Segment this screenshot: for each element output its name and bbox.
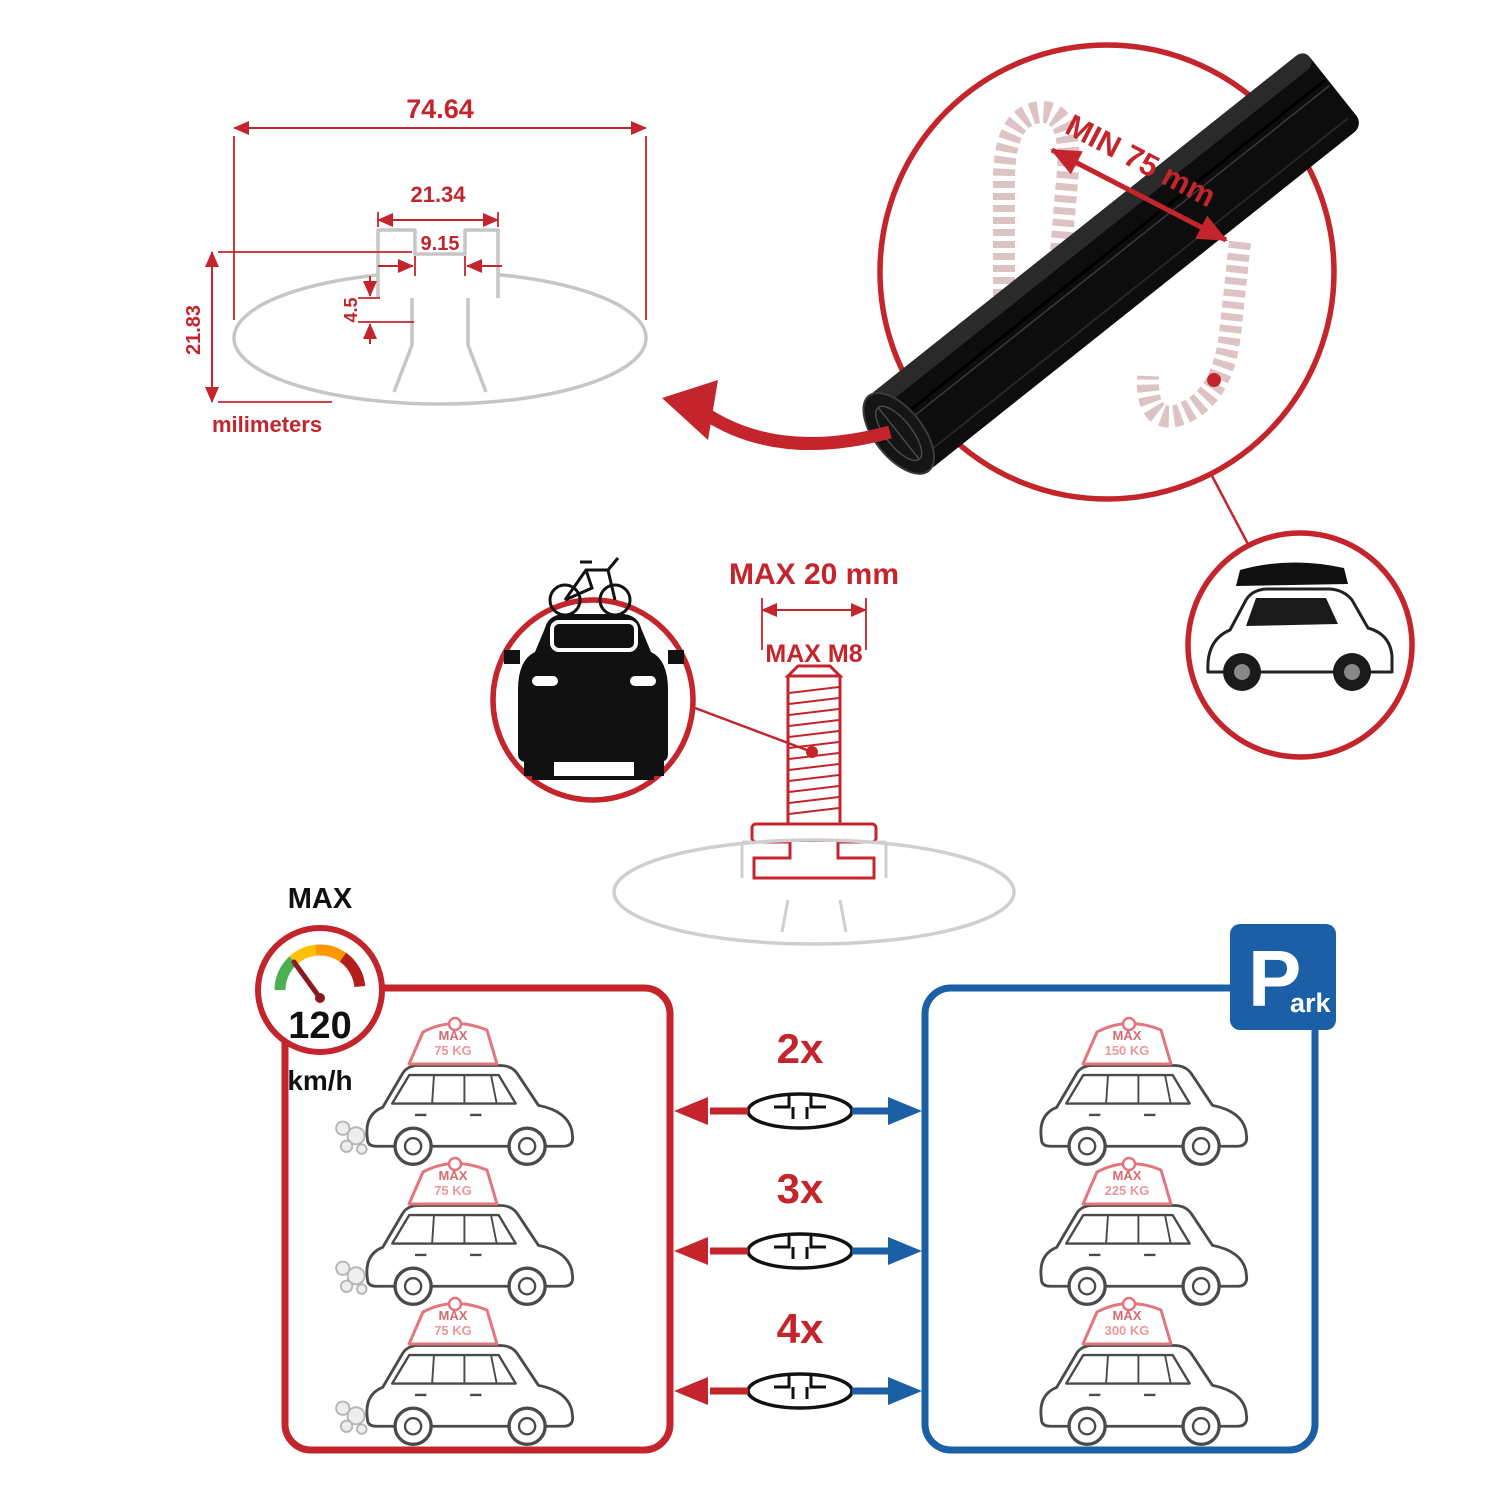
gauge-needle — [291, 959, 323, 1001]
speed-unit: km/h — [287, 1065, 352, 1096]
crossbar-render: MIN 75 mm — [662, 42, 1359, 547]
driving-car-1: MAX 75 KG — [335, 1016, 575, 1166]
ghost-profile-ellipse — [612, 838, 1016, 946]
car-front-icon — [504, 614, 684, 780]
bolt-max-width-label: MAX 20 mm — [729, 558, 899, 591]
arrow-right-icon — [888, 1377, 922, 1405]
pointer-arrow-shaft — [702, 408, 892, 451]
load-max-label: MAX — [1113, 1028, 1142, 1043]
dim-slot-width: 9.15 — [421, 233, 460, 255]
load-max-label: MAX — [439, 1028, 468, 1043]
park-sign-p: P — [1248, 934, 1301, 1023]
profile-block — [376, 228, 500, 298]
arrow-left-icon — [674, 1377, 708, 1405]
load-value: 300 KG — [1105, 1323, 1150, 1338]
bolt-t-foot — [752, 842, 876, 880]
bolt-leader-line — [694, 706, 813, 754]
park-sign-ark: ark — [1290, 988, 1332, 1018]
bar-count-row-1: 2x — [674, 1025, 922, 1130]
bar-count-row-2: 3x — [674, 1165, 922, 1270]
dimension-drawing: 74.64 21.34 9.15 4.5 21.83 milimeters — [183, 94, 648, 437]
dim-total-width: 74.64 — [406, 94, 474, 124]
profile-stem — [392, 298, 488, 393]
bar-count-label: 2x — [777, 1025, 824, 1072]
park-sign-square — [1230, 924, 1336, 1030]
park-sign: P ark — [1230, 924, 1336, 1030]
load-comparison-section: MAX 120 km/h MAX 75 KG MAX 75 KG — [255, 883, 1336, 1454]
load-value: 75 KG — [434, 1323, 472, 1338]
load-value: 225 KG — [1105, 1183, 1150, 1198]
speed-gauge: MAX 120 km/h — [255, 883, 385, 1096]
arrow-left-icon — [674, 1097, 708, 1125]
bolt-diagram: MAX 20 mm MAX M8 — [612, 558, 1016, 946]
circle-connector-line — [1209, 473, 1251, 547]
suv-windows — [1246, 598, 1338, 626]
min-span-arrow — [1050, 147, 1228, 243]
arrow-right-icon — [888, 1097, 922, 1125]
dim-channel-width: 21.34 — [410, 182, 466, 207]
ghost-profile-detail — [740, 840, 888, 933]
dim-slot-depth: 4.5 — [341, 297, 361, 322]
arrow-right-icon — [888, 1237, 922, 1265]
load-max-label: MAX — [439, 1308, 468, 1323]
load-value: 75 KG — [434, 1043, 472, 1058]
load-max-label: MAX — [1113, 1308, 1142, 1323]
parking-car-3: MAX 300 KG — [1039, 1296, 1249, 1446]
suv-roofbox-vignette — [1185, 530, 1415, 760]
roof-box-icon — [1236, 562, 1348, 586]
pointer-arrow-head — [662, 380, 718, 440]
car-bike-vignette — [490, 557, 696, 803]
load-value: 150 KG — [1105, 1043, 1150, 1058]
bar-count-label: 3x — [777, 1165, 824, 1212]
load-value: 75 KG — [434, 1183, 472, 1198]
speed-value: 120 — [288, 1005, 351, 1047]
bolt-thread-label: MAX M8 — [765, 640, 862, 668]
crossbar-3d — [862, 53, 1359, 475]
driving-car-3: MAX 75 KG — [335, 1296, 575, 1446]
crossbar-circle — [877, 42, 1337, 502]
ghost-ubolt-right — [1136, 240, 1251, 428]
parking-car-1: MAX 150 KG — [1039, 1016, 1249, 1166]
parking-car-2: MAX 225 KG — [1039, 1156, 1249, 1306]
load-max-label: MAX — [439, 1168, 468, 1183]
speed-max-label: MAX — [288, 883, 353, 915]
bar-count-row-3: 4x — [674, 1305, 922, 1410]
bar-count-label: 4x — [777, 1305, 824, 1352]
fastener-dot — [1207, 373, 1221, 387]
load-max-label: MAX — [1113, 1168, 1142, 1183]
arrow-left-icon — [674, 1237, 708, 1265]
units-label: milimeters — [212, 412, 322, 437]
driving-car-2: MAX 75 KG — [335, 1156, 575, 1306]
dim-total-height: 21.83 — [183, 305, 205, 355]
